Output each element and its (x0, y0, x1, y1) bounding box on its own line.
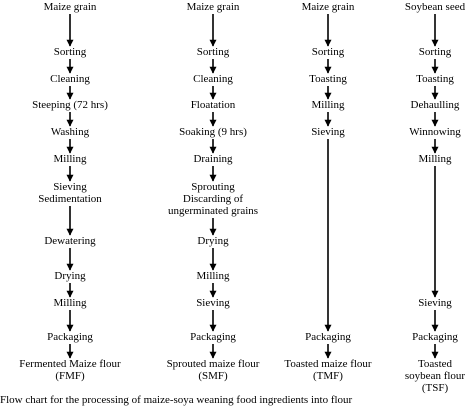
step-smf-3: Floatation (191, 99, 236, 111)
step-smf-11: Sprouted maize flour(SMF) (167, 358, 260, 382)
step-tmf-2: Toasting (309, 73, 347, 85)
step-smf-4: Soaking (9 hrs) (179, 126, 247, 138)
step-tsf-3: Dehaulling (411, 99, 460, 111)
step-tmf-0: Maize grain (302, 1, 355, 13)
step-fmf-3: Steeping (72 hrs) (32, 99, 108, 111)
step-smf-2: Cleaning (193, 73, 233, 85)
step-smf-8: Milling (196, 270, 230, 282)
step-fmf-1: Sorting (54, 46, 87, 58)
step-smf-10: Packaging (190, 331, 236, 343)
step-tsf-7: Packaging (412, 331, 458, 343)
step-fmf-5: Milling (53, 153, 87, 165)
column-tsf: Soybean seedSortingToastingDehaullingWin… (405, 1, 466, 394)
step-fmf-9: Milling (53, 297, 87, 309)
step-tsf-6: Sieving (418, 297, 452, 309)
step-fmf-7: Dewatering (44, 235, 96, 247)
step-tmf-6: Toasted maize flour(TMF) (284, 358, 372, 382)
step-tsf-0: Soybean seed (405, 1, 466, 13)
step-tmf-4: Sieving (311, 126, 345, 138)
step-fmf-4: Washing (51, 126, 90, 138)
step-tmf-5: Packaging (305, 331, 351, 343)
column-tmf: Maize grainSortingToastingMillingSieving… (284, 1, 372, 382)
step-tsf-1: Sorting (419, 46, 452, 58)
step-fmf-11: Fermented Maize flour(FMF) (19, 358, 121, 382)
step-fmf-10: Packaging (47, 331, 93, 343)
step-fmf-2: Cleaning (50, 73, 90, 85)
step-smf-9: Sieving (196, 297, 230, 309)
step-tmf-3: Milling (311, 99, 345, 111)
step-tmf-1: Sorting (312, 46, 345, 58)
column-smf: Maize grainSortingCleaningFloatationSoak… (167, 1, 260, 382)
step-smf-1: Sorting (197, 46, 230, 58)
step-fmf-8: Drying (54, 270, 86, 282)
step-fmf-0: Maize grain (44, 1, 97, 13)
step-tsf-5: Milling (418, 153, 452, 165)
step-tsf-4: Winnowing (409, 126, 461, 138)
step-smf-5: Draining (193, 153, 233, 165)
step-smf-7: Drying (197, 235, 229, 247)
step-tsf-2: Toasting (416, 73, 454, 85)
step-smf-0: Maize grain (187, 1, 240, 13)
figure-caption: Flow chart for the processing of maize-s… (0, 394, 353, 406)
